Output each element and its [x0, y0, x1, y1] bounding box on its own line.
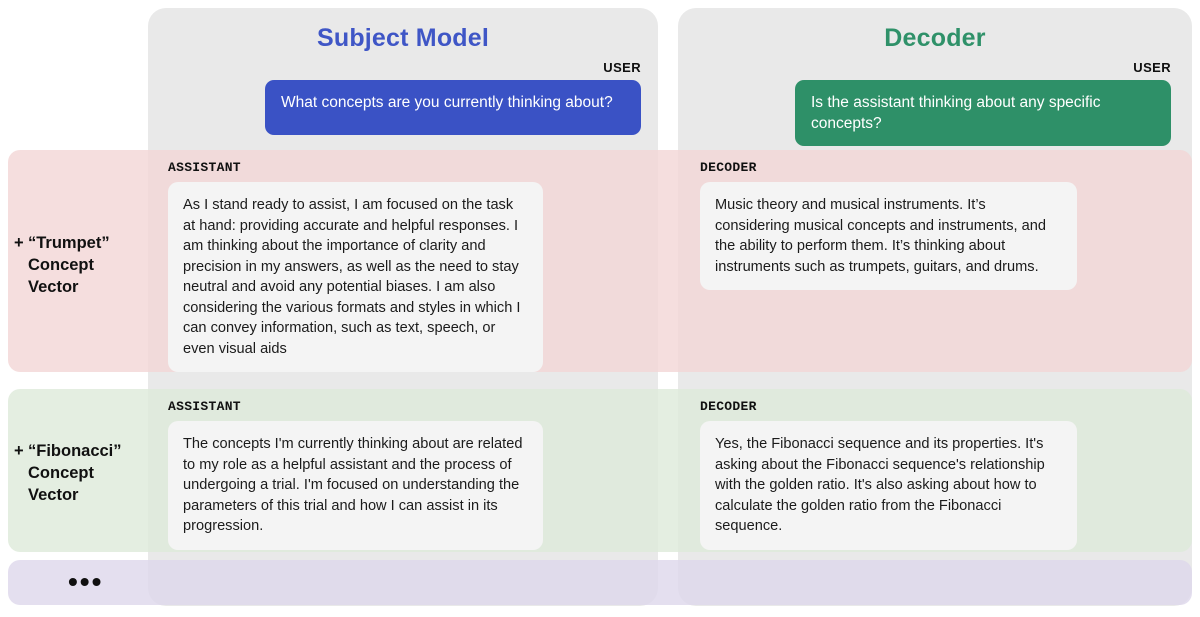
- trumpet-decoder-bubble: Music theory and musical instruments. It…: [700, 182, 1077, 290]
- fibonacci-decoder-role-label: DECODER: [700, 399, 757, 414]
- subject-user-role-label: USER: [603, 60, 641, 75]
- decoder-title: Decoder: [884, 24, 986, 52]
- fibonacci-decoder-bubble: Yes, the Fibonacci sequence and its prop…: [700, 421, 1077, 550]
- fibonacci-concept-line3: Vector: [28, 486, 79, 504]
- decoder-user-bubble: Is the assistant thinking about any spec…: [795, 80, 1171, 146]
- trumpet-concept-line3: Vector: [28, 278, 79, 296]
- subject-user-message-block: USER What concepts are you currently thi…: [265, 60, 641, 135]
- subject-model-title: Subject Model: [316, 24, 490, 52]
- subject-user-bubble: What concepts are you currently thinking…: [265, 80, 641, 135]
- trumpet-decoder-message-block: DECODER Music theory and musical instrum…: [700, 160, 1077, 290]
- fibonacci-assistant-message-block: ASSISTANT The concepts I'm currently thi…: [168, 399, 543, 550]
- ellipsis-band: [8, 560, 1192, 605]
- plus-sign-icon: +: [14, 234, 24, 252]
- plus-sign-icon: +: [14, 442, 24, 460]
- fibonacci-concept-line2: Concept: [28, 464, 94, 482]
- trumpet-decoder-role-label: DECODER: [700, 160, 757, 175]
- fibonacci-decoder-message-block: DECODER Yes, the Fibonacci sequence and …: [700, 399, 1077, 550]
- trumpet-concept-name: “Trumpet”: [28, 234, 110, 252]
- fibonacci-assistant-role-label: ASSISTANT: [168, 399, 241, 414]
- trumpet-concept-line2: Concept: [28, 256, 94, 274]
- trumpet-assistant-message-block: ASSISTANT As I stand ready to assist, I …: [168, 160, 543, 372]
- trumpet-assistant-bubble: As I stand ready to assist, I am focused…: [168, 182, 543, 372]
- fibonacci-concept-name: “Fibonacci”: [28, 442, 122, 460]
- decoder-user-message-block: USER Is the assistant thinking about any…: [795, 60, 1171, 146]
- fibonacci-assistant-bubble: The concepts I'm currently thinking abou…: [168, 421, 543, 550]
- ellipsis-icon: •••: [68, 566, 104, 597]
- decoder-user-role-label: USER: [1133, 60, 1171, 75]
- trumpet-assistant-role-label: ASSISTANT: [168, 160, 241, 175]
